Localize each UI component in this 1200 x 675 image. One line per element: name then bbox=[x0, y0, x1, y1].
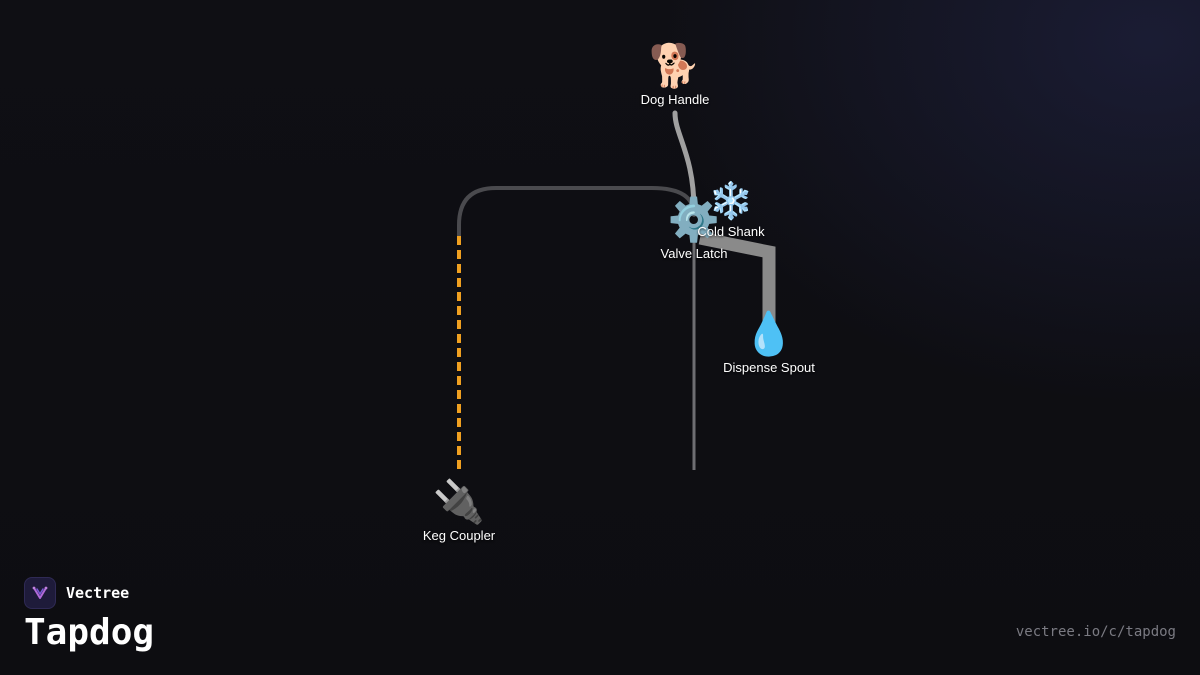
link-keg-coupler-to-valve-latch bbox=[457, 186, 696, 238]
page-url[interactable]: vectree.io/c/tapdog bbox=[1015, 624, 1176, 640]
droplet-icon: 💧 bbox=[742, 309, 796, 358]
gear-icon: ⚙️ bbox=[667, 195, 721, 244]
plug-icon: 🔌 bbox=[432, 477, 486, 526]
brand-name: Vectree bbox=[66, 584, 130, 602]
dog-icon: 🐕 bbox=[648, 41, 702, 90]
node-label: Dog Handle bbox=[640, 92, 710, 107]
node-dog-handle[interactable]: 🐕 Dog Handle bbox=[640, 41, 710, 108]
vectree-logo-icon bbox=[24, 577, 56, 609]
link-valve-latch-to-dispense-spout bbox=[698, 231, 776, 325]
node-label: Cold Shank bbox=[697, 224, 765, 239]
brand-block: Vectree Tapdog bbox=[24, 577, 154, 653]
snowflake-icon: ❄️ bbox=[708, 181, 754, 222]
node-label: Dispense Spout bbox=[723, 360, 815, 375]
node-dispense-spout[interactable]: 💧 Dispense Spout bbox=[723, 309, 815, 376]
node-label: Keg Coupler bbox=[422, 528, 496, 543]
node-label: Valve Latch bbox=[660, 246, 728, 261]
brand-row: Vectree bbox=[24, 577, 154, 609]
link-dog-handle-to-valve-latch bbox=[672, 110, 697, 213]
node-keg-coupler[interactable]: 🔌 Keg Coupler bbox=[422, 477, 496, 544]
node-valve-latch[interactable]: ⚙️ Valve Latch bbox=[660, 195, 728, 262]
page-title: Tapdog bbox=[24, 612, 155, 653]
node-cold-shank[interactable]: ❄️ Cold Shank bbox=[697, 181, 765, 240]
